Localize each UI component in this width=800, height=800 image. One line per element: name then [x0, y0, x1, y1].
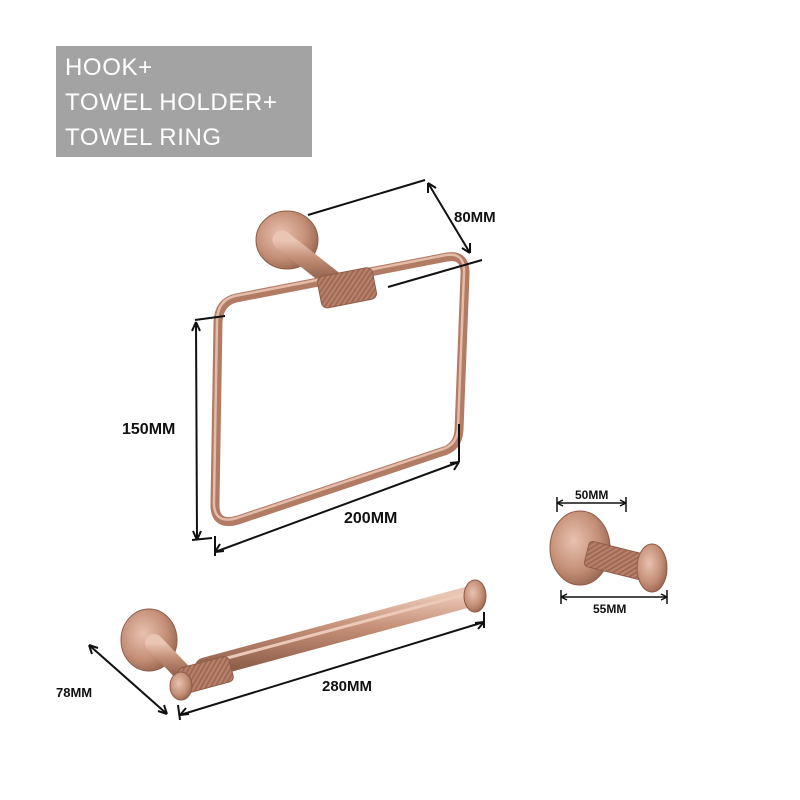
ring-knurled-collar	[316, 267, 377, 309]
holder-bar-end-far	[463, 579, 487, 613]
ring-depth-label: 80MM	[454, 209, 496, 226]
ring-dimension-lines	[191, 179, 483, 556]
holder-bar-highlight	[203, 591, 472, 666]
title-box: HOOK+ TOWEL HOLDER+ TOWEL RING	[56, 46, 312, 157]
ring-height-label: 150MM	[122, 421, 175, 438]
robe-hook	[549, 510, 668, 593]
hook-dimension-lines	[556, 497, 668, 604]
holder-dimension-lines	[88, 612, 485, 721]
hook-end-cap	[636, 543, 668, 593]
towel-holder	[120, 579, 487, 701]
holder-bar	[194, 585, 483, 679]
title-line-towel-ring: TOWEL RING	[65, 124, 222, 151]
hook-depth-label: 55MM	[593, 602, 626, 616]
title-line-towel-holder: TOWEL HOLDER+	[65, 89, 278, 116]
ring-loop-highlight	[212, 253, 466, 521]
holder-depth-label: 78MM	[56, 685, 92, 700]
holder-length-label: 280MM	[322, 678, 372, 695]
ring-arm	[272, 230, 343, 290]
hook-plate-label: 50MM	[575, 488, 608, 502]
towel-ring	[210, 210, 470, 527]
holder-bar-end-near	[169, 671, 193, 701]
ring-width-label: 200MM	[344, 510, 397, 527]
title-line-hook: HOOK+	[65, 54, 153, 81]
